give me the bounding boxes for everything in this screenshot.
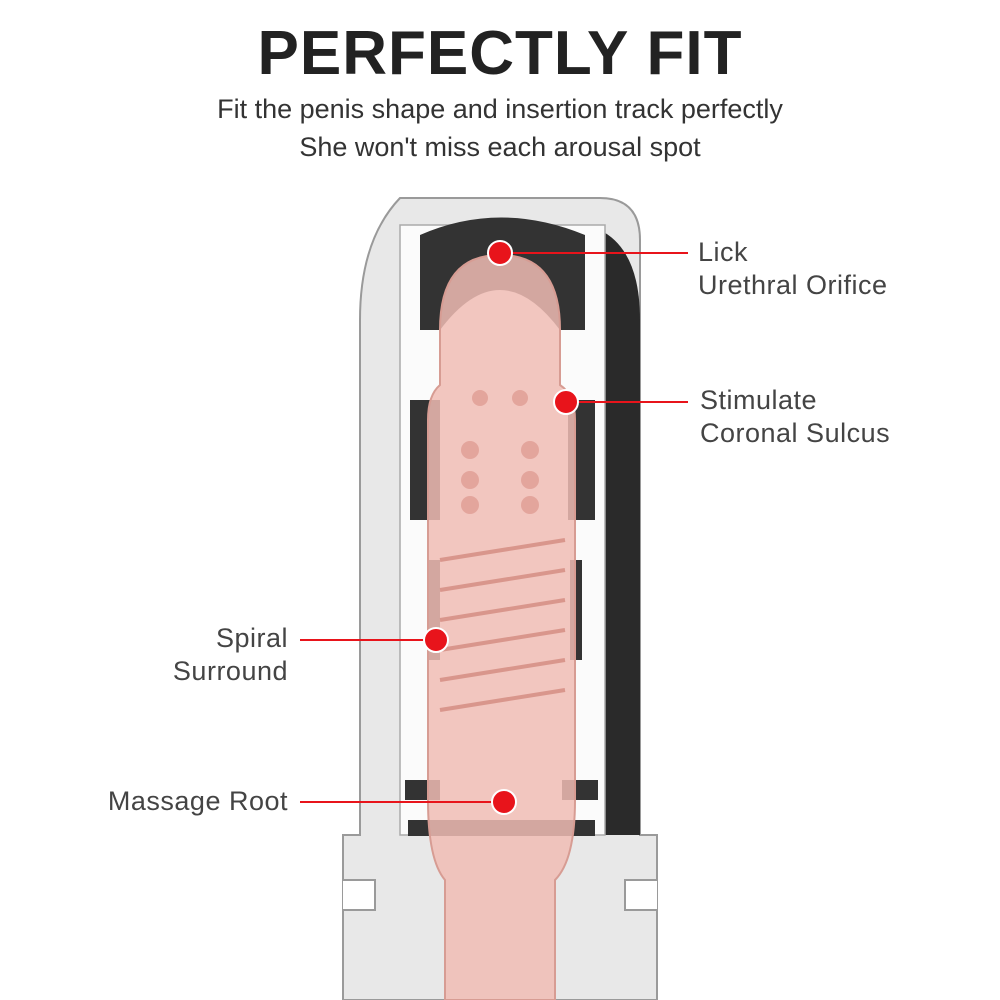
subtitle-line-1: Fit the penis shape and insertion track …: [217, 94, 783, 124]
subtitle-line-2: She won't miss each arousal spot: [299, 132, 701, 162]
shell-shadow: [600, 230, 640, 835]
callout-urethral-line1: Lick: [698, 237, 749, 267]
marker-dot-root: [491, 789, 517, 815]
spiral-texture: [439, 538, 566, 712]
flange-notch-right: [624, 879, 657, 911]
callout-urethral-line2: Urethral Orifice: [698, 270, 888, 300]
texture-dots: [461, 390, 539, 514]
callout-spiral: Spiral Surround: [173, 622, 288, 688]
callout-urethral: Lick Urethral Orifice: [698, 236, 888, 302]
callout-root-line1: Massage Root: [107, 786, 288, 816]
page-title: PERFECTLY FIT: [257, 19, 743, 88]
callout-coronal-line2: Coronal Sulcus: [700, 418, 891, 448]
callout-coronal: Stimulate Coronal Sulcus: [700, 384, 890, 450]
inner-form: [427, 253, 576, 1000]
callout-coronal-line1: Stimulate: [700, 385, 818, 415]
marker-dot-coronal: [553, 389, 579, 415]
callout-spiral-line1: Spiral: [215, 623, 288, 653]
flange-notch-left: [343, 879, 376, 911]
marker-dot-spiral: [423, 627, 449, 653]
callout-root: Massage Root: [108, 785, 288, 818]
callout-spiral-line2: Surround: [172, 656, 288, 686]
marker-dot-urethral: [487, 240, 513, 266]
